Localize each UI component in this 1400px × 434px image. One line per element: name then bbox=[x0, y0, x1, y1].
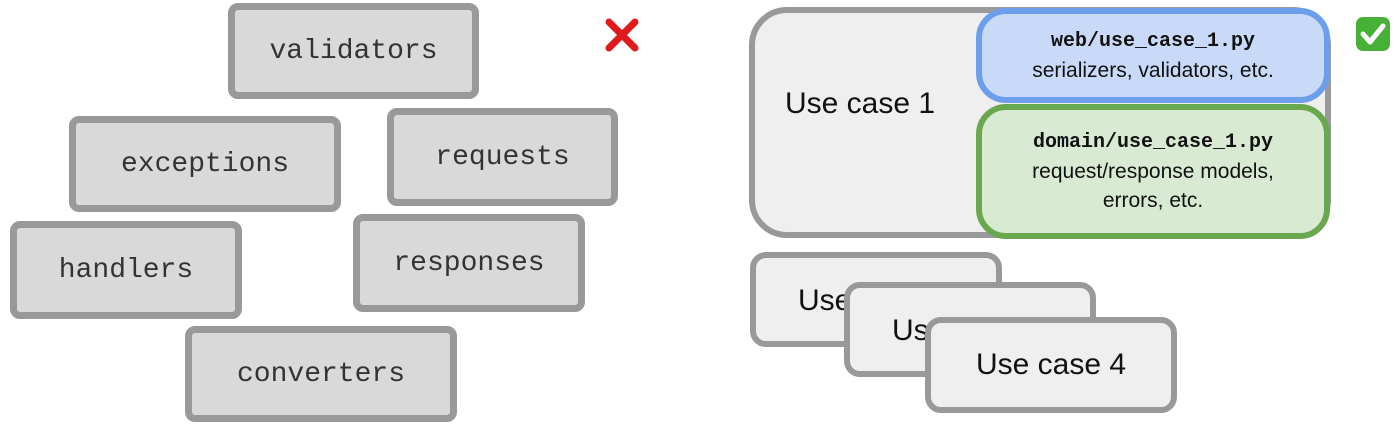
module-box-converters: converters bbox=[185, 326, 457, 422]
module-box-requests: requests bbox=[387, 108, 618, 206]
module-label: responses bbox=[393, 247, 545, 279]
web-layer-box: web/use_case_1.py serializers, validator… bbox=[976, 8, 1330, 103]
module-label: converters bbox=[236, 358, 406, 390]
module-label: handlers bbox=[58, 254, 194, 286]
check-mark-icon bbox=[1354, 15, 1392, 53]
module-label: requests bbox=[435, 141, 570, 173]
use-case-label: Use case 1 bbox=[785, 87, 936, 120]
web-layer-path: web/use_case_1.py bbox=[1050, 29, 1256, 53]
domain-layer-description-line2: errors, etc. bbox=[1102, 189, 1204, 212]
module-box-responses: responses bbox=[353, 214, 585, 312]
web-layer-description: serializers, validators, etc. bbox=[1032, 58, 1274, 82]
cross-mark-icon bbox=[603, 16, 641, 54]
module-label: validators bbox=[269, 35, 438, 67]
domain-layer-description-line1: request/response models, bbox=[1032, 160, 1274, 183]
use-case-label: Use case 4 bbox=[975, 348, 1127, 381]
module-box-validators: validators bbox=[228, 3, 479, 99]
domain-layer-box: domain/use_case_1.py request/response mo… bbox=[976, 104, 1330, 239]
domain-layer-path: domain/use_case_1.py bbox=[1032, 131, 1274, 154]
use-case-card-4: Use case 4 bbox=[925, 317, 1177, 413]
module-label: exceptions bbox=[120, 148, 290, 180]
module-box-handlers: handlers bbox=[10, 221, 242, 319]
module-box-exceptions: exceptions bbox=[69, 116, 341, 212]
